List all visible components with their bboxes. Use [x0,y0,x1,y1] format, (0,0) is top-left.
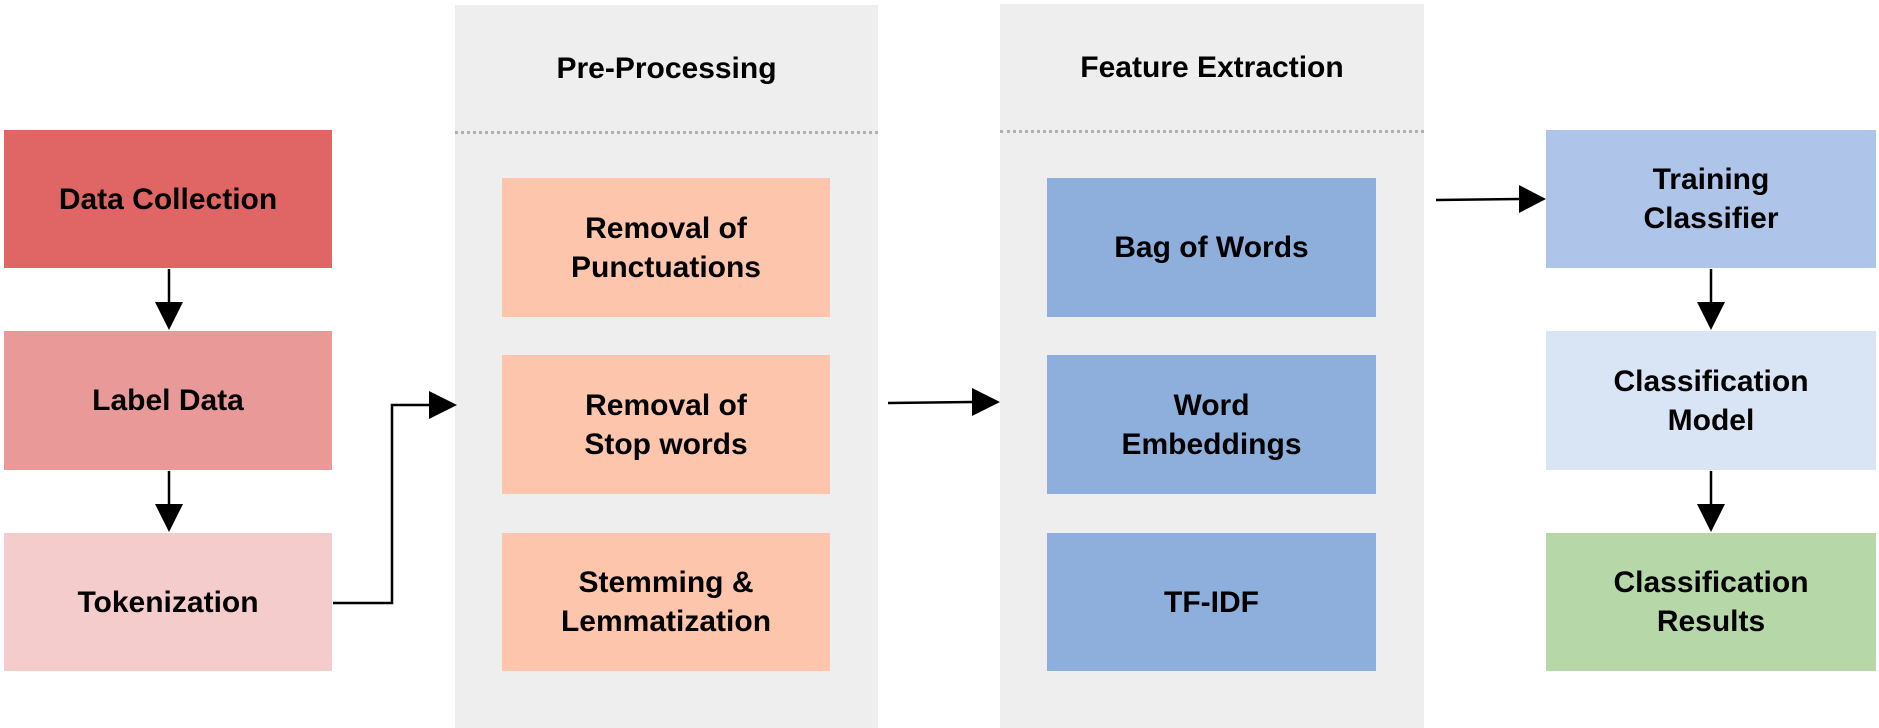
word-embeddings-label: Word Embeddings [1121,388,1302,461]
preprocessing-title: Pre-Processing [556,52,777,85]
removal-stopwords-label: Removal of Stop words [584,388,748,461]
arrowhead-features-to-training [1519,185,1546,213]
classification-model-label: Classification Model [1613,364,1809,437]
classification-model-box: Classification Model [1546,331,1876,470]
classification-results-box: Classification Results [1546,533,1876,671]
arrowhead-training-to-model [1697,302,1725,330]
arrowhead-preprocessing-to-features [972,388,1000,416]
arrowhead-model-to-results [1697,504,1725,532]
word-embeddings-box: Word Embeddings [1047,355,1376,494]
preprocessing-panel: Pre-Processing Removal of Punctuations R… [455,5,878,728]
arrow-tokenization-to-preprocessing [333,403,429,605]
arrowhead-collection-to-label [155,302,183,330]
data-collection-box: Data Collection [4,130,332,268]
removal-stopwords-box: Removal of Stop words [502,355,830,494]
preprocessing-divider [455,131,878,134]
arrow-features-to-training [1435,197,1520,202]
removal-punctuations-label: Removal of Punctuations [570,211,761,284]
tf-idf-label: TF-IDF [1164,585,1259,619]
training-classifier-box: Training Classifier [1546,130,1876,268]
arrow-preprocessing-to-features [887,400,973,405]
bag-of-words-label: Bag of Words [1114,231,1309,264]
label-data-label: Label Data [92,384,244,417]
bag-of-words-box: Bag of Words [1047,178,1376,317]
feature-extraction-divider [1000,130,1424,133]
feature-extraction-panel: Feature Extraction Bag of Words Word Emb… [1000,4,1424,728]
label-data-box: Label Data [4,331,332,470]
tf-idf-box: TF-IDF [1047,533,1376,671]
removal-punctuations-box: Removal of Punctuations [502,178,830,317]
stemming-lemmatization-box: Stemming & Lemmatization [502,533,830,671]
stemming-lemmatization-label: Stemming & Lemmatization [560,566,772,638]
classification-results-label: Classification Results [1613,566,1809,638]
data-collection-label: Data Collection [58,182,278,216]
tokenization-box: Tokenization [4,533,332,671]
feature-extraction-title: Feature Extraction [1080,51,1344,84]
training-classifier-label: Training Classifier [1643,163,1779,235]
arrowhead-tokenization-to-preprocessing [429,391,457,419]
arrowhead-label-to-tokenization [155,504,183,532]
tokenization-label: Tokenization [77,585,259,619]
